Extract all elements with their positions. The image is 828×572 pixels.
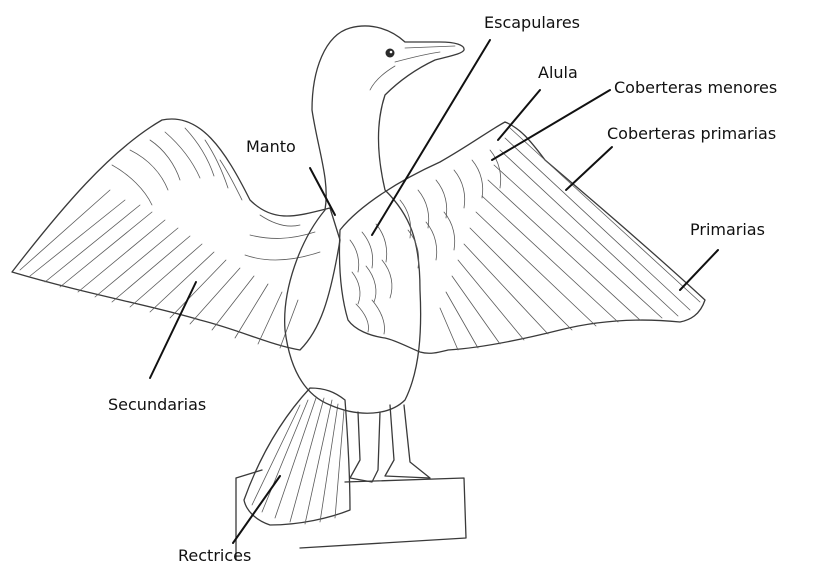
rock (236, 470, 466, 560)
leader-manto (310, 168, 335, 215)
label-secundarias: Secundarias (108, 395, 206, 415)
leader-coberteras-primarias (566, 147, 612, 190)
label-manto: Manto (246, 137, 296, 157)
label-alula: Alula (538, 63, 578, 83)
label-primarias: Primarias (690, 220, 765, 240)
leader-alula (498, 90, 540, 140)
label-rectrices: Rectrices (178, 546, 251, 566)
leader-secundarias (150, 282, 196, 378)
body (285, 26, 464, 413)
leader-rectrices (233, 476, 280, 543)
legs (350, 405, 430, 482)
label-escapulares: Escapulares (484, 13, 580, 33)
label-coberteras-primarias: Coberteras primarias (607, 124, 776, 144)
label-coberteras-menores: Coberteras menores (614, 78, 777, 98)
right-wing (339, 122, 705, 353)
leader-primarias (680, 250, 718, 290)
